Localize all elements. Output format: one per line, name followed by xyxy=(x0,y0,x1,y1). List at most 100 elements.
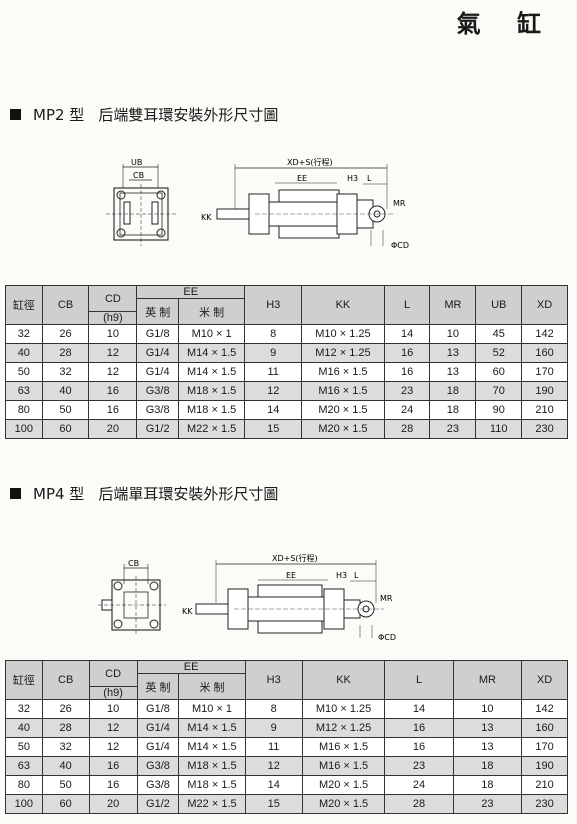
table-cell: 142 xyxy=(521,324,568,344)
table-cell: 12 xyxy=(88,737,138,757)
mp4-end-view-drawing: CB xyxy=(94,554,184,648)
col-mr-header: MR xyxy=(452,660,523,700)
table-cell: 18 xyxy=(429,381,477,401)
table-cell: 40 xyxy=(41,381,90,401)
table-cell: G3/8 xyxy=(136,381,180,401)
col-kk-header: KK xyxy=(301,660,386,700)
table-cell: 45 xyxy=(475,324,523,344)
table-cell: M14 × 1.5 xyxy=(178,362,246,382)
table-cell: 60 xyxy=(475,362,523,382)
section-bullet-icon xyxy=(10,109,21,120)
table-cell: 63 xyxy=(5,381,43,401)
col-ee-metric-header: 米 制 xyxy=(178,673,246,700)
table-cell: 16 xyxy=(383,362,431,382)
table-cell: 20 xyxy=(88,794,138,814)
table-cell: 13 xyxy=(452,737,523,757)
table-cell: M14 × 1.5 xyxy=(178,343,246,363)
table-cell: 32 xyxy=(5,324,43,344)
table-cell: 16 xyxy=(383,343,431,363)
table-cell: 63 xyxy=(5,756,43,776)
table-cell: 23 xyxy=(383,381,431,401)
table-cell: 14 xyxy=(244,400,303,420)
col-cd-sub-header: (h9) xyxy=(88,686,138,700)
table-cell: 50 xyxy=(5,362,43,382)
table-cell: 10 xyxy=(429,324,477,344)
table-cell: 16 xyxy=(384,718,454,738)
table-cell: G3/8 xyxy=(136,756,180,776)
table-cell: 210 xyxy=(521,400,568,420)
col-ee-header: EE xyxy=(136,660,246,674)
section-code: MP4 型 xyxy=(33,485,85,503)
table-cell: M18 × 1.5 xyxy=(178,381,246,401)
h3-label: H3 xyxy=(336,571,347,580)
table-cell: 28 xyxy=(41,343,90,363)
table-cell: G3/8 xyxy=(136,400,180,420)
table-cell: M14 × 1.5 xyxy=(178,718,246,738)
kk-label: KK xyxy=(182,607,193,616)
col-cd-header: CD xyxy=(88,660,138,687)
table-cell: 40 xyxy=(5,718,43,738)
section-title-mp2: MP2 型 后端雙耳環安裝外形尺寸圖 xyxy=(10,104,278,125)
col-cd-header: CD xyxy=(88,285,138,312)
mp2-side-view-drawing: XD+S(行程) EE H3 L KK MR ΦCD xyxy=(195,154,435,263)
table-cell: 14 xyxy=(384,699,454,719)
col-cb-header: CB xyxy=(41,660,90,700)
table-cell: 160 xyxy=(521,718,568,738)
col-kk-header: KK xyxy=(301,285,385,325)
table-cell: 14 xyxy=(244,775,303,795)
table-cell: M16 × 1.5 xyxy=(301,362,385,382)
table-cell: 23 xyxy=(384,756,454,776)
col-ee-metric-header: 米 制 xyxy=(178,298,246,325)
cd-label: ΦCD xyxy=(378,633,396,642)
table-cell: 230 xyxy=(521,794,568,814)
table-cell: G3/8 xyxy=(136,775,180,795)
table-cell: 12 xyxy=(88,718,138,738)
table-cell: M18 × 1.5 xyxy=(178,756,246,776)
table-cell: 142 xyxy=(521,699,568,719)
table-cell: 26 xyxy=(41,699,90,719)
table-cell: G1/4 xyxy=(136,737,180,757)
table-cell: M16 × 1.5 xyxy=(301,756,386,776)
mp2-spec-table: 缸徑 CB CD EE H3 KK L MR UB XD 英 制 米 制 (h9… xyxy=(5,285,568,439)
col-xd-header: XD xyxy=(521,285,568,325)
table-cell: 190 xyxy=(521,381,568,401)
table-cell: 13 xyxy=(429,343,477,363)
table-cell: 8 xyxy=(244,699,303,719)
section-title-text: 后端單耳環安裝外形尺寸圖 xyxy=(98,485,279,503)
table-cell: 23 xyxy=(429,419,477,439)
table-cell: M18 × 1.5 xyxy=(178,775,246,795)
table-cell: 23 xyxy=(452,794,523,814)
table-cell: 40 xyxy=(5,343,43,363)
table-cell: 90 xyxy=(475,400,523,420)
table-cell: 18 xyxy=(452,775,523,795)
table-cell: M20 × 1.5 xyxy=(301,794,386,814)
col-l-header: L xyxy=(384,660,454,700)
table-cell: 10 xyxy=(88,324,138,344)
table-cell: 9 xyxy=(244,718,303,738)
table-cell: 12 xyxy=(244,381,303,401)
table-cell: M18 × 1.5 xyxy=(178,400,246,420)
col-mr-header: MR xyxy=(429,285,477,325)
l-label: L xyxy=(354,571,359,580)
table-cell: 15 xyxy=(244,794,303,814)
table-cell: G1/4 xyxy=(136,362,180,382)
table-cell: 12 xyxy=(244,756,303,776)
mp4-side-view-drawing: XD+S(行程) EE H3 L KK MR ΦCD xyxy=(178,548,418,657)
table-cell: 11 xyxy=(244,737,303,757)
xd-s-label: XD+S(行程) xyxy=(287,157,333,167)
cd-label: ΦCD xyxy=(391,241,409,250)
table-cell: 80 xyxy=(5,775,43,795)
mr-label: MR xyxy=(393,199,406,208)
table-cell: 60 xyxy=(41,794,90,814)
section-title-text: 后端雙耳環安裝外形尺寸圖 xyxy=(98,106,279,124)
col-bore-header: 缸徑 xyxy=(5,285,43,325)
col-l-header: L xyxy=(383,285,431,325)
col-ee-header: EE xyxy=(136,285,246,299)
table-cell: 190 xyxy=(521,756,568,776)
